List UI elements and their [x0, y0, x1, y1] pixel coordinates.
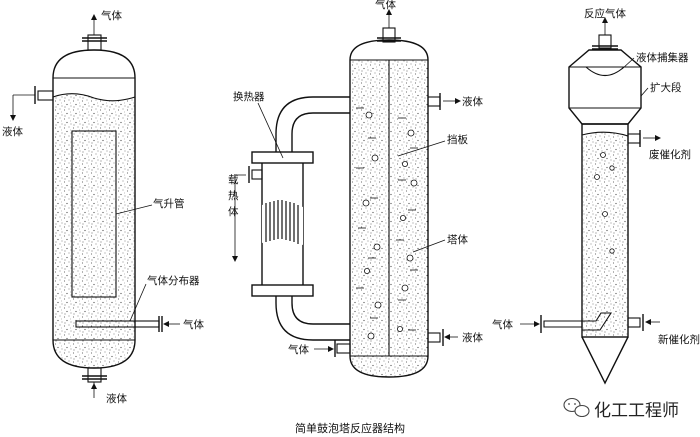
right-bubbles	[594, 152, 615, 254]
left-liquid-in-label: 液体	[106, 392, 127, 405]
middle-gas-in-label: 气体	[288, 343, 309, 356]
exchanger-label: 换热器	[233, 90, 265, 103]
right-reactor: 反应气体 液体捕集器 扩大段 废催化剂	[492, 7, 700, 385]
figure-caption: 简单鼓泡塔反应器结构	[295, 421, 405, 435]
right-catalyst-slurry	[582, 132, 628, 337]
exchanger-bottom-flange	[251, 284, 314, 297]
middle-gas-out-label: 气体	[375, 0, 396, 11]
heat-carrier-label-1: 载	[228, 174, 239, 186]
watermark-text: 化工工程师	[594, 401, 679, 421]
exchanger-tube-bundle	[262, 200, 303, 245]
left-bottom-nozzle	[87, 367, 102, 383]
left-gas-in-arrow	[163, 321, 169, 327]
right-fresh-catalyst-label: 新催化剂	[658, 333, 700, 346]
exchanger-top-pipe	[291, 112, 350, 152]
middle-reactor: 气体	[228, 0, 483, 378]
watermark: 化工工程师	[563, 397, 679, 421]
right-gas-out-arrow	[602, 17, 608, 23]
right-spent-catalyst-arrow	[655, 135, 661, 141]
chat-bubble-icon	[563, 397, 590, 418]
left-liquid-out-arrow	[10, 115, 16, 121]
left-liquid-out-label: 液体	[2, 125, 23, 138]
left-gas-in-label: 气体	[183, 318, 204, 331]
right-gas-out-label: 反应气体	[584, 7, 626, 20]
right-fresh-catalyst-inlet	[627, 317, 641, 328]
right-expansion-label: 扩大段	[650, 81, 682, 94]
middle-tower-label: 塔体	[447, 233, 468, 246]
right-catcher-label: 液体捕集器	[636, 51, 689, 64]
exchanger-bottom-pipe	[291, 296, 350, 325]
middle-liquid-outlet	[427, 96, 441, 107]
left-liquid-in-arrow	[91, 383, 97, 389]
middle-bubbles	[362, 111, 418, 340]
left-side-outlet	[37, 90, 54, 101]
right-liquid-catcher	[585, 66, 625, 77]
heat-carrier-arrow	[232, 256, 238, 262]
left-liquid	[53, 93, 135, 368]
middle-gas-inlet	[336, 343, 351, 354]
right-bottom-cone	[581, 336, 629, 385]
left-top-nozzle	[87, 34, 102, 51]
right-gas-sparger	[582, 312, 613, 331]
middle-baffles	[356, 107, 418, 331]
middle-liquid-inlet	[427, 332, 441, 343]
right-fresh-catalyst-arrow	[645, 319, 651, 325]
right-gas-inlet	[543, 320, 583, 328]
heat-carrier-label-3: 体	[228, 206, 239, 218]
left-riser-label: 气升管	[153, 197, 185, 210]
exchanger-top-flange	[251, 151, 314, 164]
heat-carrier-label-2: 热	[228, 189, 239, 202]
middle-baffle-label: 挡板	[447, 133, 468, 146]
right-gas-in-arrow	[534, 321, 540, 327]
middle-gas-out-arrow	[386, 9, 392, 15]
middle-liquid-in-arrow	[444, 334, 450, 340]
middle-liquid-out-arrow	[455, 98, 461, 104]
left-gas-out-arrow	[91, 14, 97, 20]
middle-gas-in-arrow	[328, 346, 334, 352]
right-spent-catalyst-outlet	[627, 133, 641, 144]
middle-liquid-in-label: 液体	[462, 331, 483, 344]
right-gas-in-label: 气体	[492, 318, 513, 331]
left-gas-out-label: 气体	[101, 9, 122, 22]
right-spent-catalyst-label: 废催化剂	[649, 148, 691, 161]
left-distributor-label: 气体分布器	[147, 274, 200, 287]
left-reactor: 气体 气升管 气体分布器 气体 液体	[2, 9, 204, 405]
middle-liquid-out-label: 液体	[462, 95, 483, 108]
